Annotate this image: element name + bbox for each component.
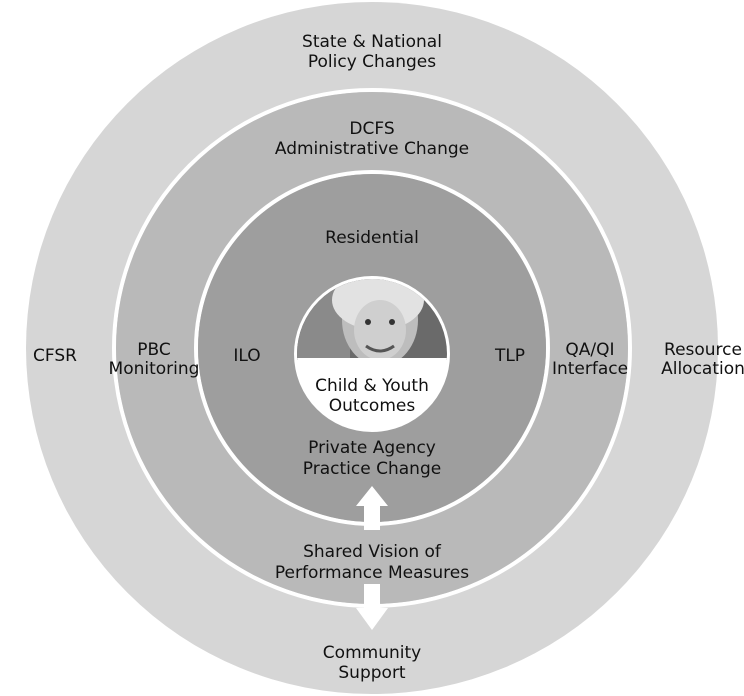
outer-left-label: CFSR [33, 346, 77, 366]
third-right-label: TLP [494, 346, 525, 366]
up-arrow-icon [356, 486, 388, 530]
third-bottom-label-line2: Practice Change [303, 459, 441, 479]
second-right-label-line2: Interface [552, 359, 628, 379]
second-right-label-line1: QA/QI [565, 340, 614, 360]
second-top-label-line1: DCFS [349, 119, 394, 139]
second-left-label-line1: PBC [137, 340, 171, 360]
second-bottom-label-line1: Shared Vision of [303, 542, 442, 562]
center-label-line2: Outcomes [329, 396, 416, 416]
second-left-label-line2: Monitoring [109, 359, 200, 379]
third-left-label: ILO [233, 346, 260, 366]
center-label-line1: Child & Youth [315, 376, 429, 396]
second-top-label-line2: Administrative Change [275, 139, 469, 159]
third-top-label: Residential [325, 228, 419, 248]
outer-right-label-line1: Resource [664, 340, 742, 360]
third-bottom-label-line1: Private Agency [308, 438, 436, 458]
outer-bottom-label-line2: Support [338, 663, 406, 683]
outer-right-label-line2: Allocation [661, 359, 744, 379]
outer-bottom-label-line1: Community [323, 643, 421, 663]
outer-top-label-line1: State & National [302, 32, 442, 52]
second-bottom-label-line2: Performance Measures [275, 563, 469, 583]
outer-top-label-line2: Policy Changes [308, 52, 436, 72]
down-arrow-icon [356, 584, 388, 630]
